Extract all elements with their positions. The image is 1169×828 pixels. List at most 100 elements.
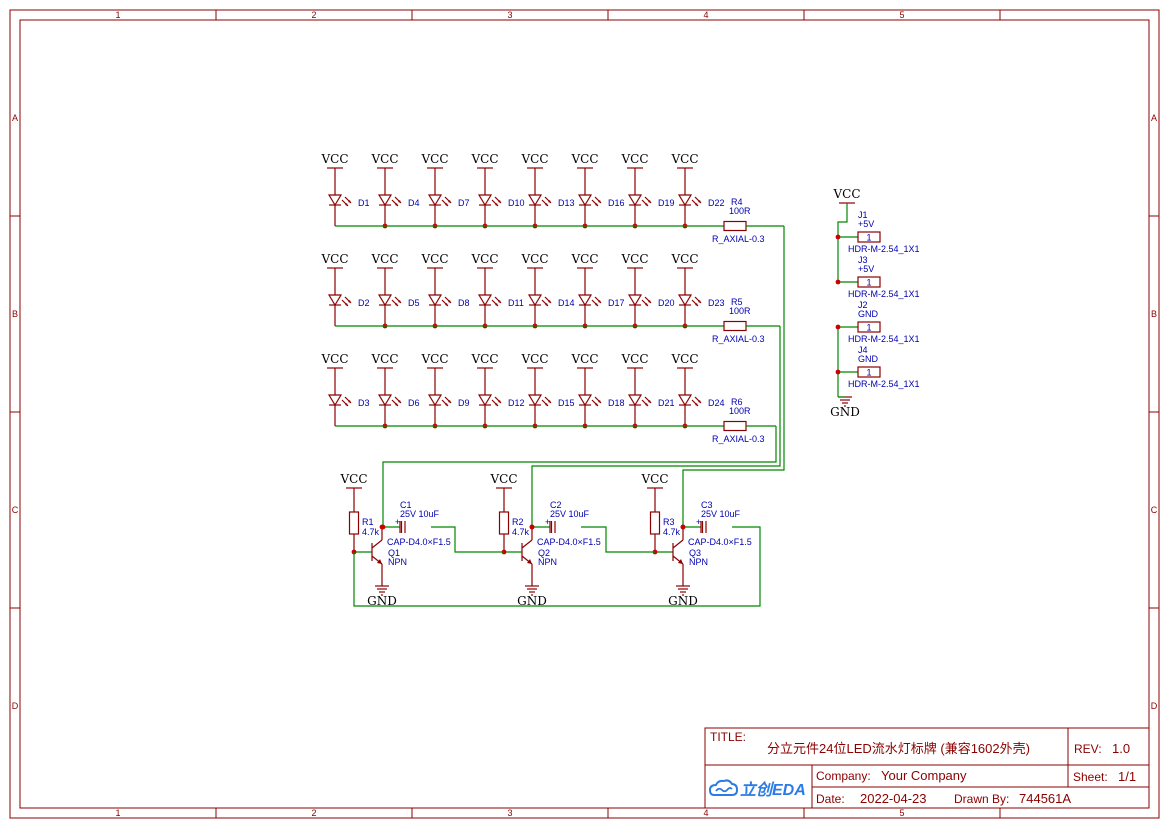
led-triangle [377,294,393,307]
base-resistor-ref: R1 [362,517,374,527]
junction-dot [529,524,535,530]
header-footprint: HDR-M-2.54_1X1 [848,334,920,344]
led-arrow-head [698,200,701,203]
led-arrow-head [645,403,648,406]
vcc-label: VCC [570,352,598,366]
vcc-label: VCC [420,152,448,166]
capacitor-ref: C2 [550,500,562,510]
header-pin-number: 1 [866,323,871,333]
led-ref: D22 [708,198,725,208]
header-body [857,231,881,243]
resistor-body [723,320,747,332]
company-value: Your Company [881,768,967,783]
header-net: +5V [858,264,874,274]
vcc-label: VCC [470,252,498,266]
led-arrow-head [548,200,551,203]
capacitor-polarity: + [545,517,550,527]
capacitor-footprint: CAP-D4.0×F1.5 [688,537,752,547]
led-triangle [327,194,343,207]
zone-col-bottom: 4 [703,808,708,818]
led-ref: D16 [608,198,625,208]
lceda-logo: 立创EDA [708,779,806,799]
vcc-label: VCC [320,152,348,166]
led-ref: D8 [458,298,470,308]
junction-dot [680,524,686,530]
wire [837,203,848,282]
led-triangle [527,294,543,307]
junction-dot [835,234,841,240]
transistor-collector [371,539,383,549]
led-diode: VCC D16 [570,152,625,229]
base-resistor-value: 4.7k [362,527,380,537]
led-triangle [677,194,693,207]
vcc-label: VCC [420,252,448,266]
led-triangle [477,394,493,407]
sheet-label: Sheet: [1073,770,1108,784]
led-diode: VCC D7 [420,152,470,229]
capacitor-value: 25V 10uF [400,509,440,519]
capacitor-polarity: + [395,517,400,527]
vcc-label: VCC [420,352,448,366]
led-arrow-head [545,203,548,206]
led-arrow-head [545,403,548,406]
led-row: VCCD2VCCD5VCCD8VCCD11VCCD14VCCD17VCCD20V… [320,252,780,344]
zone-row-left: D [12,701,19,711]
led-ref: D13 [558,198,575,208]
zone-col-top: 1 [115,10,120,20]
transistor-emitter-arrow [527,559,532,564]
header-footprint: HDR-M-2.54_1X1 [848,244,920,254]
header-pin-number: 1 [866,368,871,378]
transistor-emitter-arrow [377,559,382,564]
junction-dot [835,324,841,330]
junction-dot [380,524,386,530]
zone-col-bottom: 1 [115,808,120,818]
led-arrow-head [598,200,601,203]
led-triangle [427,194,443,207]
title-text: 分立元件24位LED流水灯标牌 (兼容1602外壳) [767,741,1030,756]
resistor-footprint: R_AXIAL-0.3 [712,434,765,444]
resistor-body [723,420,747,432]
sheet-value: 1/1 [1118,769,1136,784]
zone-row-right: D [1151,701,1158,711]
capacitor-ref: C1 [400,500,412,510]
led-ref: D7 [458,198,470,208]
vcc-label: VCC [370,352,398,366]
led-ref: D24 [708,398,725,408]
led-arrow-head [498,400,501,403]
capacitor-polarity: + [696,517,701,527]
led-ref: D17 [608,298,625,308]
header-ref: J1 [858,210,868,220]
led-triangle [477,294,493,307]
led-arrow-head [695,403,698,406]
led-arrow-head [445,203,448,206]
drawing-frame [9,9,1160,819]
resistor-body [723,220,747,232]
led-arrow-head [398,400,401,403]
junction-dot [835,279,841,285]
led-ref: D2 [358,298,370,308]
zone-row-left: B [12,309,18,319]
led-ref: D4 [408,198,420,208]
vcc-label: VCC [832,187,860,201]
led-arrow-head [595,403,598,406]
zone-col-top: 5 [899,10,904,20]
vcc-label: VCC [670,352,698,366]
vcc-label: VCC [570,152,598,166]
led-triangle [627,294,643,307]
resistor-value: 100R [729,406,751,416]
gnd-label: GND [668,594,698,608]
led-triangle [627,194,643,207]
led-arrow-head [695,303,698,306]
led-triangle [677,294,693,307]
resistor-footprint: R_AXIAL-0.3 [712,334,765,344]
date-value: 2022-04-23 [860,791,927,806]
led-arrow-head [698,400,701,403]
